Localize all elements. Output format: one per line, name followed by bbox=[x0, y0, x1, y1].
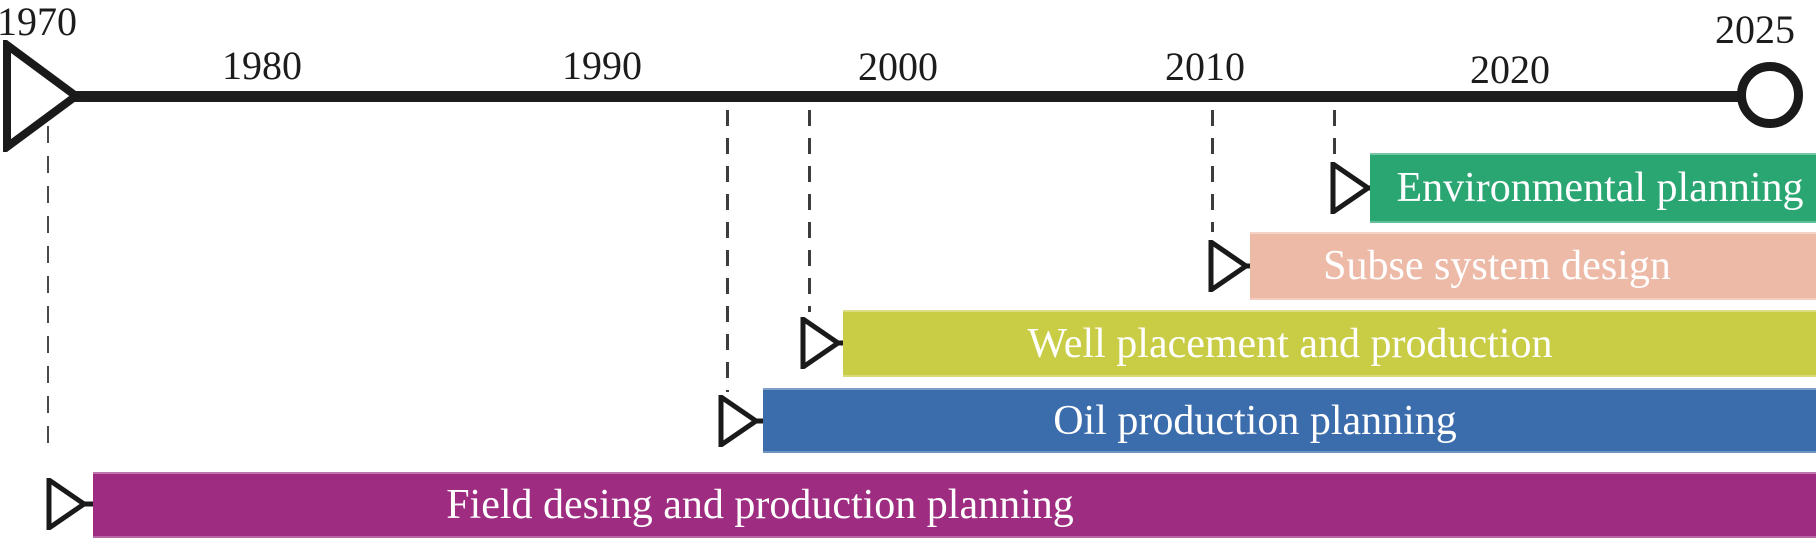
dashed-guide-line-2010 bbox=[1211, 110, 1214, 232]
timeline-end-circle-icon bbox=[1737, 62, 1803, 128]
axis-tick-1970: 1970 bbox=[0, 0, 77, 44]
timeline-bar-oil-production-planning: Oil production planning bbox=[763, 388, 1816, 453]
timeline-start-triangle-icon bbox=[3, 40, 82, 152]
timeline-bar-environmental-planning: Environmental planning bbox=[1370, 153, 1816, 223]
dashed-guide-line-1970 bbox=[47, 126, 49, 456]
axis-tick-2000: 2000 bbox=[858, 44, 938, 89]
timeline-axis-line bbox=[72, 91, 1740, 102]
timeline-bar-label: Field desing and production planning bbox=[446, 482, 1074, 528]
axis-tick-2025: 2025 bbox=[1715, 7, 1795, 52]
axis-tick-2010: 2010 bbox=[1165, 44, 1245, 89]
timeline-bar-well-placement-and-production: Well placement and production bbox=[843, 310, 1816, 377]
timeline-bar-subse-system-design: Subse system design bbox=[1250, 232, 1816, 300]
dashed-guide-line-1994 bbox=[726, 110, 729, 392]
timeline-bar-label: Oil production planning bbox=[1053, 397, 1457, 444]
dashed-guide-line-2014 bbox=[1333, 110, 1336, 163]
axis-tick-2020: 2020 bbox=[1470, 47, 1550, 92]
dashed-guide-line-1997 bbox=[808, 110, 811, 312]
timeline-bar-label: Well placement and production bbox=[1027, 320, 1553, 367]
timeline-bar-label: Subse system design bbox=[1323, 243, 1671, 289]
axis-tick-1990: 1990 bbox=[562, 43, 642, 88]
axis-tick-1980: 1980 bbox=[222, 43, 302, 88]
row-start-marker-icon bbox=[718, 395, 768, 447]
timeline-bar-label: Environmental planning bbox=[1396, 165, 1804, 211]
timeline-bar-field-desing-and-production-planning: Field desing and production planning bbox=[93, 472, 1816, 538]
row-start-marker-icon bbox=[46, 478, 96, 530]
